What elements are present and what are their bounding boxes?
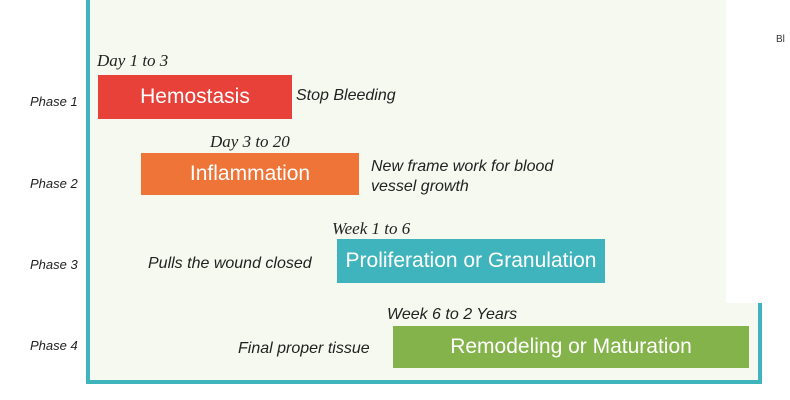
cropped-region [726,0,790,303]
phase-3-description: Pulls the wound closed [148,254,312,274]
phase-2-description-line: New frame work for blood [371,158,554,175]
phase-1-description-line: Stop Bleeding [296,87,396,104]
phase-4-time: Week 6 to 2 Years [387,306,518,323]
phase-1-description: Stop Bleeding [296,86,396,106]
phase-2-time: Day 3 to 20 [210,132,290,151]
phase-3-name: Proliferation or Granulation [345,249,597,272]
phase-4-name: Remodeling or Maturation [450,335,692,358]
phase-2-label: Phase 2 [30,176,78,191]
phase-1-time: Day 1 to 3 [97,51,169,70]
phase-4-description: Final proper tissue [238,339,370,359]
phase-3-label: Phase 3 [30,257,78,272]
phase-3-time: Week 1 to 6 [332,219,411,238]
phase-4-label: Phase 4 [30,338,78,353]
phase-4-description-line: Final proper tissue [238,340,370,357]
phase-1-label: Phase 1 [30,94,78,109]
phase-2-description-line: vessel growth [371,178,469,195]
phase-4-bar: Remodeling or Maturation [393,326,749,368]
phase-2-bar: Inflammation [141,153,359,195]
cropped-edge-text: Bl [776,34,785,45]
phase-2-description: New frame work for blood vessel growth [371,157,553,197]
phase-2-name: Inflammation [189,162,311,185]
phase-3-bar: Proliferation or Granulation [337,239,605,283]
phase-1-bar: Hemostasis [98,75,292,119]
phase-3-description-line: Pulls the wound closed [148,255,312,272]
phase-1-name: Hemostasis [140,85,250,108]
